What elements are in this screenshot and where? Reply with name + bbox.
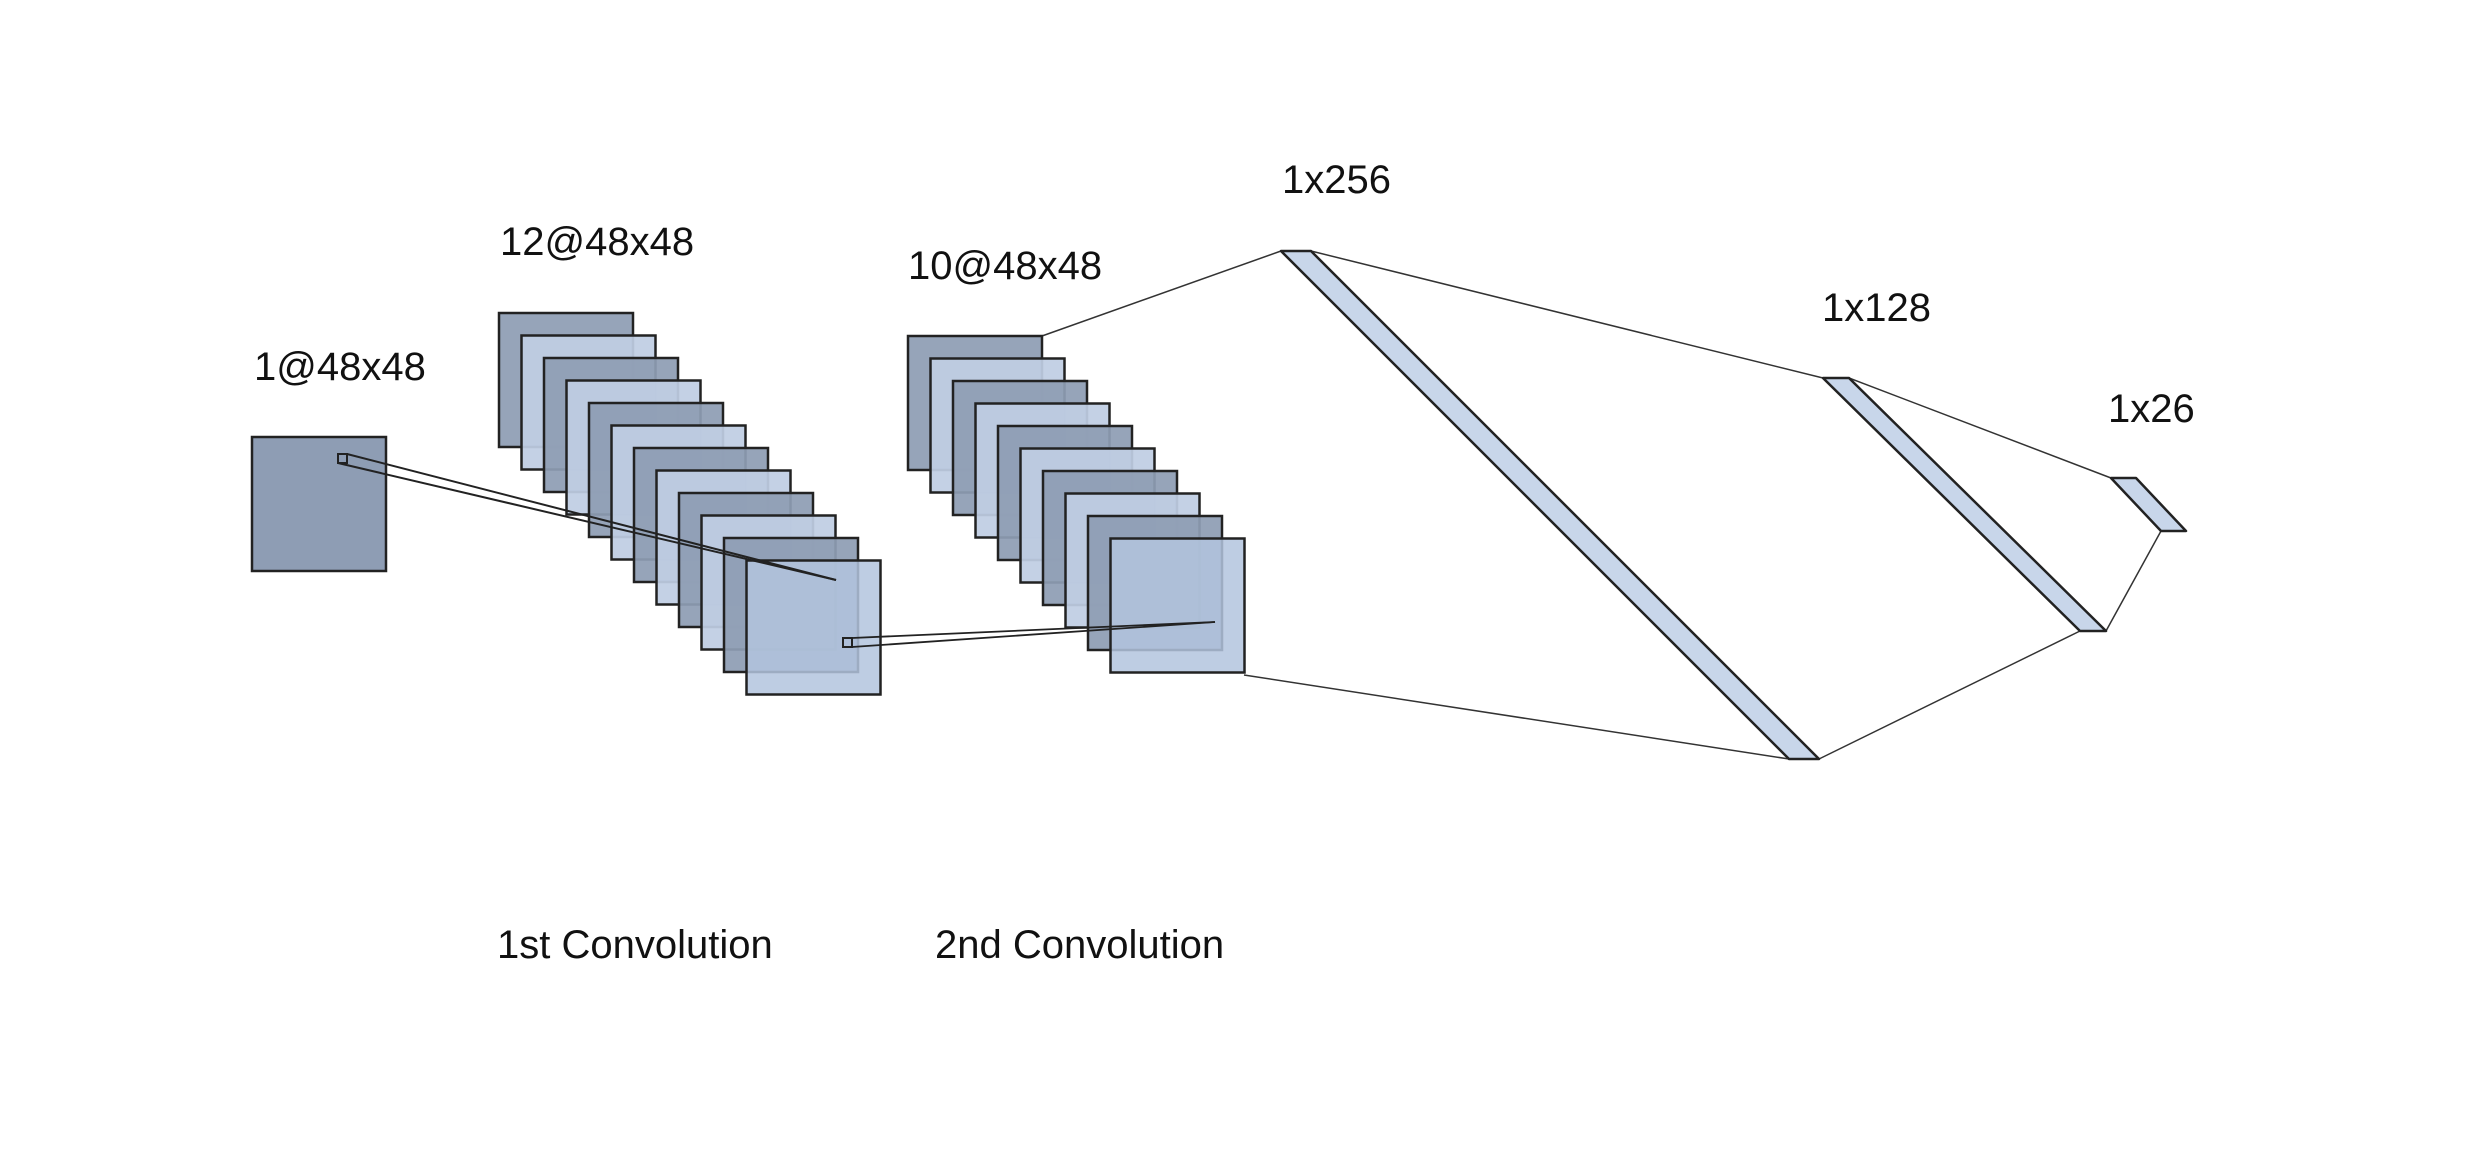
input-to-conv1-line (337, 462, 837, 581)
conv1-caption: 1st Convolution (497, 923, 773, 967)
dense2-label: 1x128 (1822, 286, 1931, 330)
output-layer (2109, 476, 2188, 533)
dense1-label: 1x256 (1282, 158, 1391, 202)
conv1-feature-map-12 (745, 559, 882, 696)
conv2-feature-map-10 (1109, 537, 1246, 674)
input-to-conv1-line (346, 453, 837, 581)
conv1-to-conv2-line (851, 621, 1216, 639)
dense-layers (1279, 249, 2188, 761)
fully-connected-line (1310, 250, 1824, 379)
conv2-maps-label: 10@48x48 (908, 244, 1103, 288)
input-feature-map (250, 435, 388, 573)
input-layer (250, 435, 388, 573)
conv1-kernel-window (842, 637, 853, 648)
dense2-layer (1821, 376, 2108, 633)
connection-lines (1041, 250, 2162, 760)
fully-connected-line (1848, 377, 2112, 479)
conv2-feature-map-stack (906, 334, 1246, 674)
input-layer-label: 1@48x48 (254, 345, 426, 389)
receptive-field-lines (337, 453, 1216, 648)
conv1-maps-label: 12@48x48 (500, 220, 695, 264)
fully-connected-line (1041, 250, 1282, 337)
conv1-feature-map-stack (497, 311, 882, 696)
fully-connected-line (1818, 630, 2081, 760)
output-layer-label: 1x26 (2108, 387, 2195, 431)
input-kernel-window (337, 453, 348, 464)
dense1-layer (1279, 249, 1821, 761)
conv1-to-conv2-line (851, 621, 1216, 648)
fully-connected-line (2105, 530, 2162, 632)
fully-connected-line (1243, 674, 1790, 760)
conv2-caption: 2nd Convolution (935, 923, 1225, 967)
